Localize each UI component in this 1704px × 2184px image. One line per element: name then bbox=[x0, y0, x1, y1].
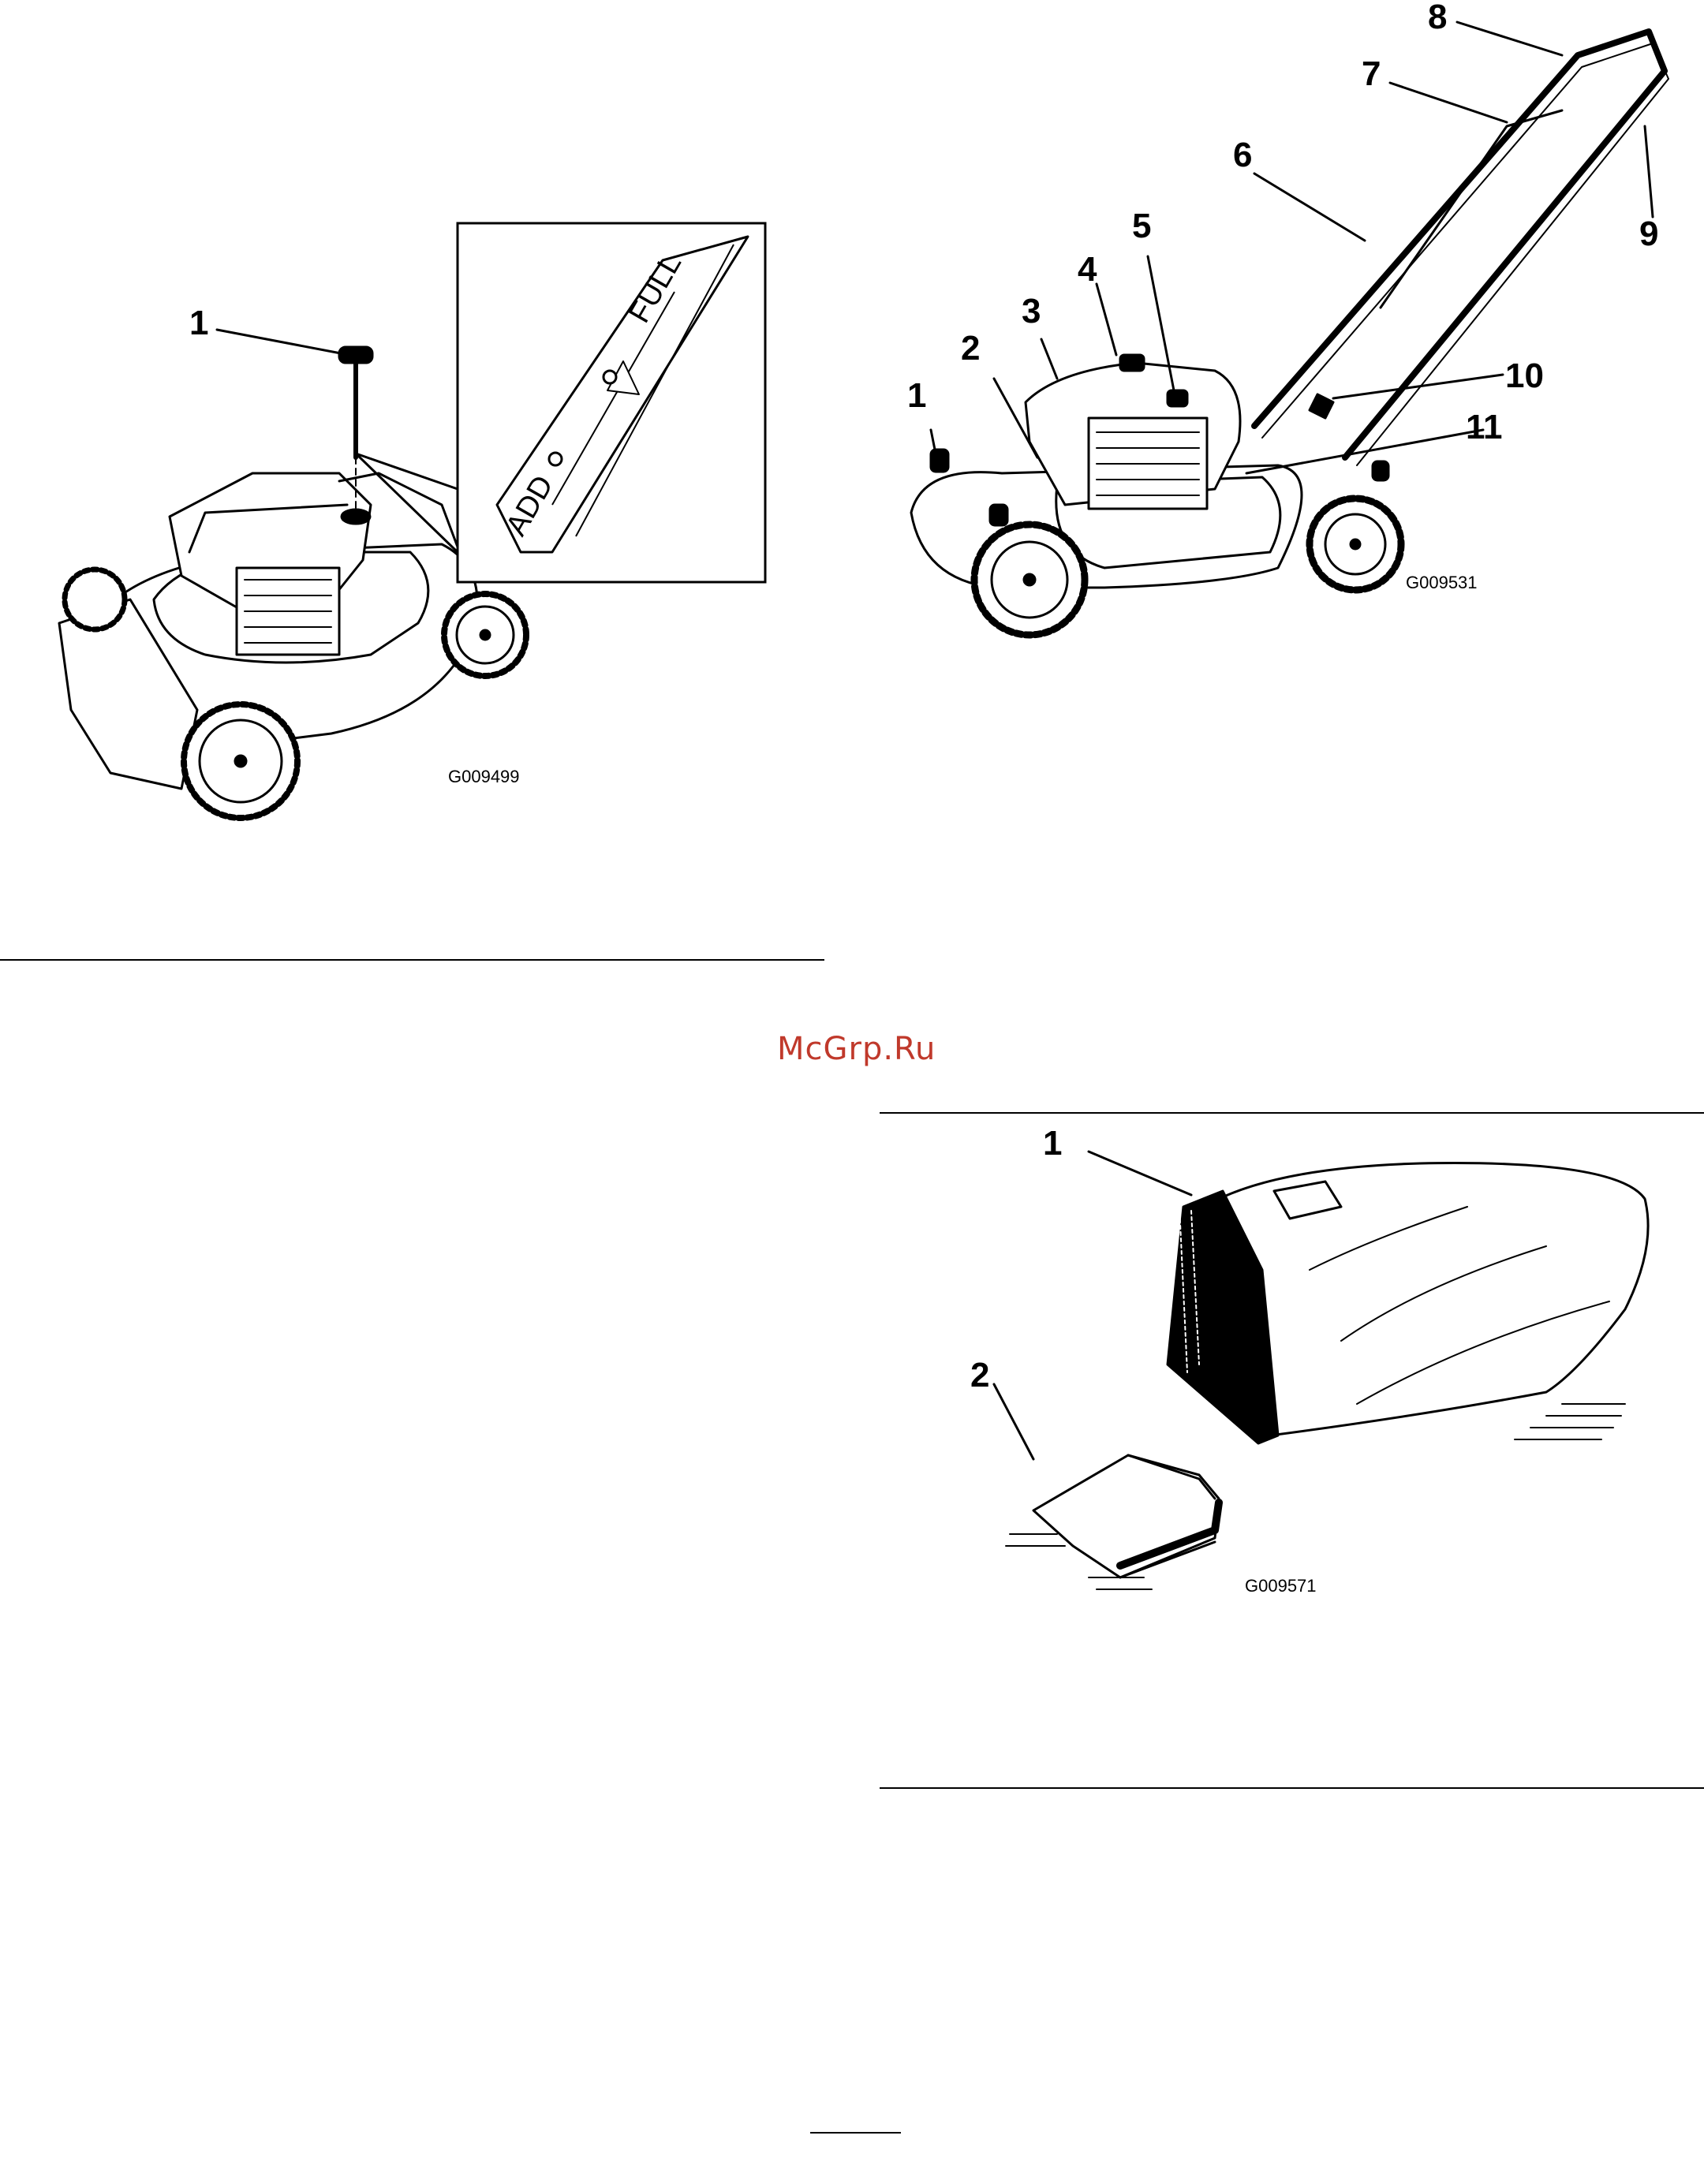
callout-dipstick: 1 bbox=[189, 306, 208, 341]
section-rule bbox=[0, 959, 824, 961]
callout-11: 11 bbox=[1466, 410, 1503, 445]
callout-4: 4 bbox=[1078, 252, 1097, 287]
callout-2: 2 bbox=[961, 331, 980, 366]
figure-controls: 1 2 3 4 5 6 7 8 9 10 11 G009531 bbox=[868, 0, 1704, 670]
callout-7: 7 bbox=[1362, 57, 1381, 91]
callout-9: 9 bbox=[1639, 217, 1658, 252]
mower-controls-drawing bbox=[868, 0, 1704, 670]
mower-oil-drawing: FULL ADD bbox=[0, 0, 836, 868]
section-rule bbox=[880, 1787, 1704, 1789]
figure-code: G009531 bbox=[1406, 574, 1478, 592]
callout-3: 3 bbox=[1022, 294, 1041, 329]
watermark-logo: McGrp.Ru bbox=[777, 1033, 936, 1065]
page-number-rule bbox=[810, 2132, 901, 2134]
callout-1: 1 bbox=[907, 379, 926, 413]
grass-bag-drawing bbox=[868, 1104, 1704, 1656]
callout-8: 8 bbox=[1428, 0, 1447, 35]
figure-code: G009499 bbox=[448, 768, 520, 786]
callout-grass-bag: 1 bbox=[1043, 1126, 1062, 1161]
callout-6: 6 bbox=[1233, 138, 1252, 173]
callout-5: 5 bbox=[1132, 209, 1151, 244]
figure-grass-bag: 1 2 G009571 bbox=[868, 1104, 1704, 1656]
callout-discharge-chute: 2 bbox=[970, 1358, 989, 1393]
figure-oil-dipstick: FULL ADD 1 G009499 bbox=[0, 0, 836, 868]
callout-10: 10 bbox=[1505, 359, 1544, 394]
figure-code: G009571 bbox=[1245, 1577, 1317, 1595]
